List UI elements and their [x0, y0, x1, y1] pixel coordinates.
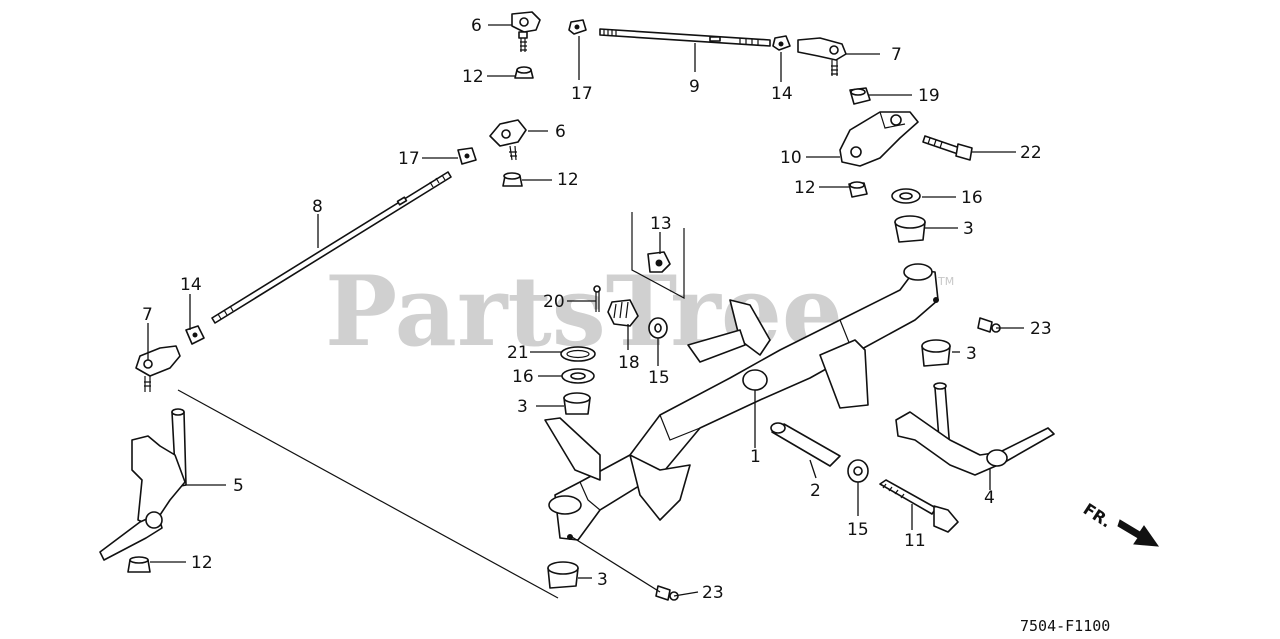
spindle-4[interactable] [895, 382, 1055, 476]
ball-joint-6-top[interactable] [511, 11, 541, 52]
cotter-pin-20[interactable] [593, 285, 601, 312]
callout-6-top: 6 [471, 16, 482, 36]
lock-nut-12-bottom[interactable] [127, 556, 151, 573]
assembly-line [177, 389, 559, 599]
bushing-19[interactable] [849, 87, 871, 105]
bracket-frame-13 [631, 212, 685, 300]
tie-rod-8[interactable] [211, 171, 452, 324]
callout-3-bottom: 3 [597, 570, 608, 590]
nut-17-left[interactable] [457, 147, 477, 165]
leader-lines [147, 24, 1024, 597]
bushing-3-center[interactable] [563, 392, 591, 415]
callout-17-top: 17 [571, 84, 593, 104]
bolt-22[interactable] [922, 135, 973, 161]
callout-13: 13 [650, 214, 672, 234]
front-direction-indicator: FR. [1080, 499, 1160, 547]
callout-2: 2 [810, 481, 821, 501]
callout-11: 11 [904, 531, 926, 551]
callout-4: 4 [984, 488, 995, 508]
washer-16-center[interactable] [561, 368, 595, 384]
callout-12-left: 12 [557, 170, 579, 190]
callout-7-left: 7 [142, 305, 153, 325]
callout-19: 19 [918, 86, 940, 106]
grease-fitting-23-bottom[interactable] [655, 585, 679, 601]
bushing-3-bottom[interactable] [547, 561, 579, 589]
callout-15-center: 15 [648, 368, 670, 388]
pin-2[interactable] [770, 422, 841, 467]
castle-nut-18[interactable] [607, 299, 639, 327]
callout-labels: 6 17 9 14 7 12 19 6 17 12 10 22 12 16 8 … [142, 16, 1052, 603]
front-axle-1[interactable] [544, 263, 939, 541]
nut-13[interactable] [647, 251, 671, 273]
washer-15-lower[interactable] [847, 459, 869, 483]
nut-17-top[interactable] [568, 19, 587, 35]
callout-12-bottom: 12 [191, 553, 213, 573]
steering-arm-10[interactable] [839, 111, 919, 167]
callout-3-right-top: 3 [963, 219, 974, 239]
snap-ring-21[interactable] [560, 346, 596, 362]
callout-1: 1 [750, 447, 761, 467]
nut-14-left[interactable] [185, 325, 205, 345]
callout-20: 20 [543, 292, 565, 312]
callout-9: 9 [689, 77, 700, 97]
bolt-11[interactable] [879, 479, 959, 533]
callout-12-top: 12 [462, 67, 484, 87]
callout-17-left: 17 [398, 149, 420, 169]
callout-7-top: 7 [891, 45, 902, 65]
callout-22: 22 [1020, 143, 1042, 163]
grease-fitting-23-right[interactable] [977, 317, 1001, 333]
washer-16-right[interactable] [891, 188, 921, 204]
watermark-trademark: TM [937, 275, 954, 288]
front-arrow-icon [1117, 519, 1160, 547]
diagram-code: 7504-F1100 [1020, 617, 1110, 635]
callout-3-right-mid: 3 [966, 344, 977, 364]
callout-6-left: 6 [555, 122, 566, 142]
spindle-5[interactable] [99, 408, 187, 561]
callout-23-bottom: 23 [702, 583, 724, 603]
callout-14-top: 14 [771, 84, 793, 104]
lock-nut-12-top[interactable] [514, 66, 534, 79]
bushing-3-right-mid[interactable] [921, 339, 951, 367]
callout-18: 18 [618, 353, 640, 373]
washer-15-center[interactable] [648, 317, 668, 339]
lock-nut-12-left[interactable] [502, 172, 523, 187]
callout-14-left: 14 [180, 275, 202, 295]
callout-5: 5 [233, 476, 244, 496]
callout-16-right: 16 [961, 188, 983, 208]
nut-14-top[interactable] [772, 35, 791, 51]
callout-15-lower: 15 [847, 520, 869, 540]
callout-10: 10 [780, 148, 802, 168]
lock-nut-12-right[interactable] [848, 181, 868, 198]
tie-rod-9[interactable] [599, 28, 771, 47]
callout-21: 21 [507, 343, 529, 363]
ball-joint-7-left[interactable] [135, 345, 181, 392]
ball-joint-7-top[interactable] [797, 37, 847, 76]
callout-8: 8 [312, 197, 323, 217]
callout-16-center: 16 [512, 367, 534, 387]
ball-joint-6-left[interactable] [489, 119, 527, 161]
bushing-3-right-top[interactable] [894, 215, 926, 243]
callout-12-right: 12 [794, 178, 816, 198]
callout-23-right: 23 [1030, 319, 1052, 339]
callout-3-center: 3 [517, 397, 528, 417]
front-label: FR. [1080, 499, 1115, 531]
